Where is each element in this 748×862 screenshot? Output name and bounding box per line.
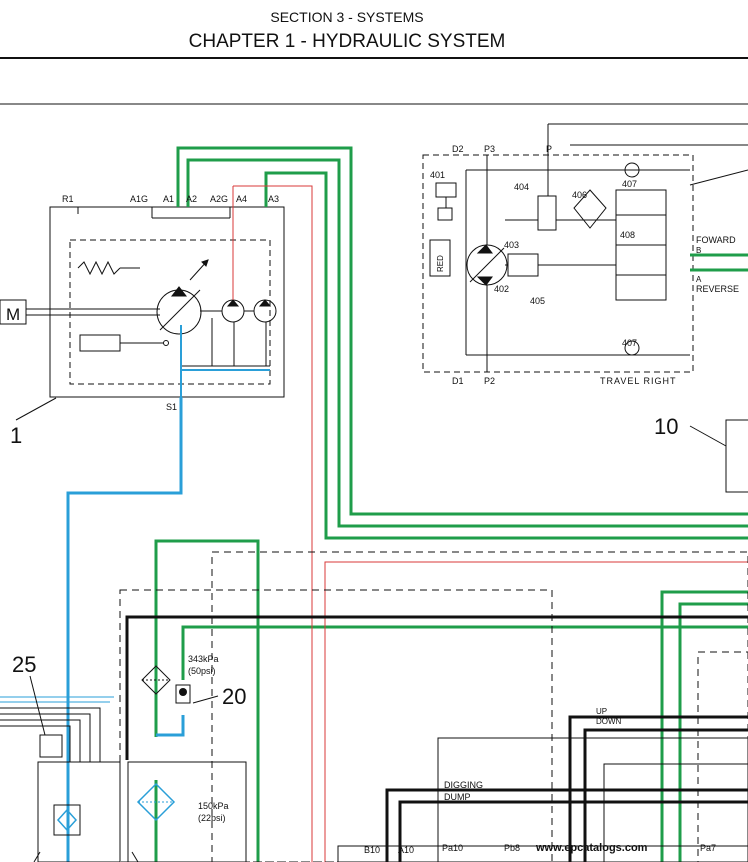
reverse-label: REVERSE <box>696 284 739 294</box>
port-d1: D1 <box>452 376 464 386</box>
port-a1: A1 <box>163 194 174 204</box>
red-line-pilot-2 <box>324 561 748 862</box>
black-line-upper <box>125 615 748 760</box>
solid-enclosures <box>37 737 748 862</box>
port-p3: P3 <box>484 144 495 154</box>
port-r1: R1 <box>62 194 74 204</box>
port-p2: P2 <box>484 376 495 386</box>
down-label: DOWN <box>596 717 622 726</box>
callout-25: 25 <box>12 652 36 677</box>
port-b10: B10 <box>364 845 380 855</box>
component-10-box <box>725 419 748 493</box>
black-line-dump <box>398 800 748 862</box>
up-label: UP <box>596 707 607 716</box>
green-line-a1 <box>176 146 748 516</box>
green-line-a3 <box>264 171 748 540</box>
callout-20: 20 <box>222 684 246 709</box>
black-line-digging <box>385 788 748 862</box>
port-a10: A10 <box>398 845 414 855</box>
port-s1: S1 <box>166 402 177 412</box>
port-p: P <box>546 144 552 154</box>
valve-25-icon <box>39 734 63 758</box>
green-line-right-1 <box>660 590 748 862</box>
port-a4: A4 <box>236 194 247 204</box>
travel-motor-assembly <box>422 123 748 373</box>
pressure-22-psi: (22psi) <box>198 813 226 823</box>
tank-lines <box>0 707 101 762</box>
blue-line-drain <box>180 325 270 397</box>
filter-lower-icon <box>136 782 176 822</box>
travel-right-label: TRAVEL RIGHT <box>600 376 677 386</box>
section-title: SECTION 3 - SYSTEMS <box>270 9 424 25</box>
port-d2: D2 <box>452 144 464 154</box>
tank-filter-icon <box>53 804 81 836</box>
part-407-bottom: 407 <box>622 338 637 348</box>
port-pb8: Pb8 <box>504 843 520 853</box>
black-line-up <box>568 715 748 862</box>
chapter-title: CHAPTER 1 - HYDRAULIC SYSTEM <box>188 31 506 52</box>
callout-1-leader <box>15 397 57 421</box>
motor-letter: M <box>6 305 20 324</box>
port-pa7: Pa7 <box>700 843 716 853</box>
foward-label: FOWARD <box>696 235 736 245</box>
blue-line-suction <box>66 397 183 862</box>
filter-upper-icon <box>141 665 171 695</box>
red-label: RED <box>436 255 445 272</box>
callout-10-leader <box>689 425 727 447</box>
pressure-50-psi: (50psi) <box>188 666 216 676</box>
port-a2g: A2G <box>210 194 228 204</box>
part-405: 405 <box>530 296 545 306</box>
part-401: 401 <box>430 170 445 180</box>
port-b-label: B <box>696 246 701 255</box>
red-line-pilot <box>233 185 313 862</box>
green-line-travel <box>690 253 748 272</box>
pressure-150-kpa: 150kPa <box>198 801 229 811</box>
motor-box <box>0 299 27 325</box>
port-a2: A2 <box>186 194 197 204</box>
port-a3: A3 <box>268 194 279 204</box>
red-box <box>429 239 451 277</box>
part-404: 404 <box>514 182 529 192</box>
watermark: www.epcatalogs.com <box>535 842 648 854</box>
green-line-filter <box>154 539 260 862</box>
dashed-enclosures <box>119 551 748 862</box>
port-a-label: A <box>696 275 702 284</box>
black-line-down <box>583 728 748 862</box>
port-pa10: Pa10 <box>442 843 463 853</box>
callout-25-leader <box>29 675 46 736</box>
blue-line-tank <box>0 696 114 703</box>
green-line-right-2 <box>678 602 748 862</box>
green-line-a2 <box>186 158 748 528</box>
pump-assembly <box>0 206 285 398</box>
part-401-box <box>435 182 457 198</box>
blue-line-return <box>156 715 185 737</box>
part-403: 403 <box>504 240 519 250</box>
part-408: 408 <box>620 230 635 240</box>
digging-label: DIGGING <box>444 780 483 790</box>
part-402: 402 <box>494 284 509 294</box>
callout-1: 1 <box>10 423 22 448</box>
callout-20-leader <box>192 695 219 704</box>
port-a1g: A1G <box>130 194 148 204</box>
callout-10: 10 <box>654 414 678 439</box>
part-406: 406 <box>572 190 587 200</box>
green-line-relief <box>181 625 748 680</box>
pressure-343-kpa: 343kPa <box>188 654 219 664</box>
part-407-top: 407 <box>622 179 637 189</box>
dump-label: DUMP <box>444 792 471 802</box>
check-valve-icon <box>175 684 191 704</box>
